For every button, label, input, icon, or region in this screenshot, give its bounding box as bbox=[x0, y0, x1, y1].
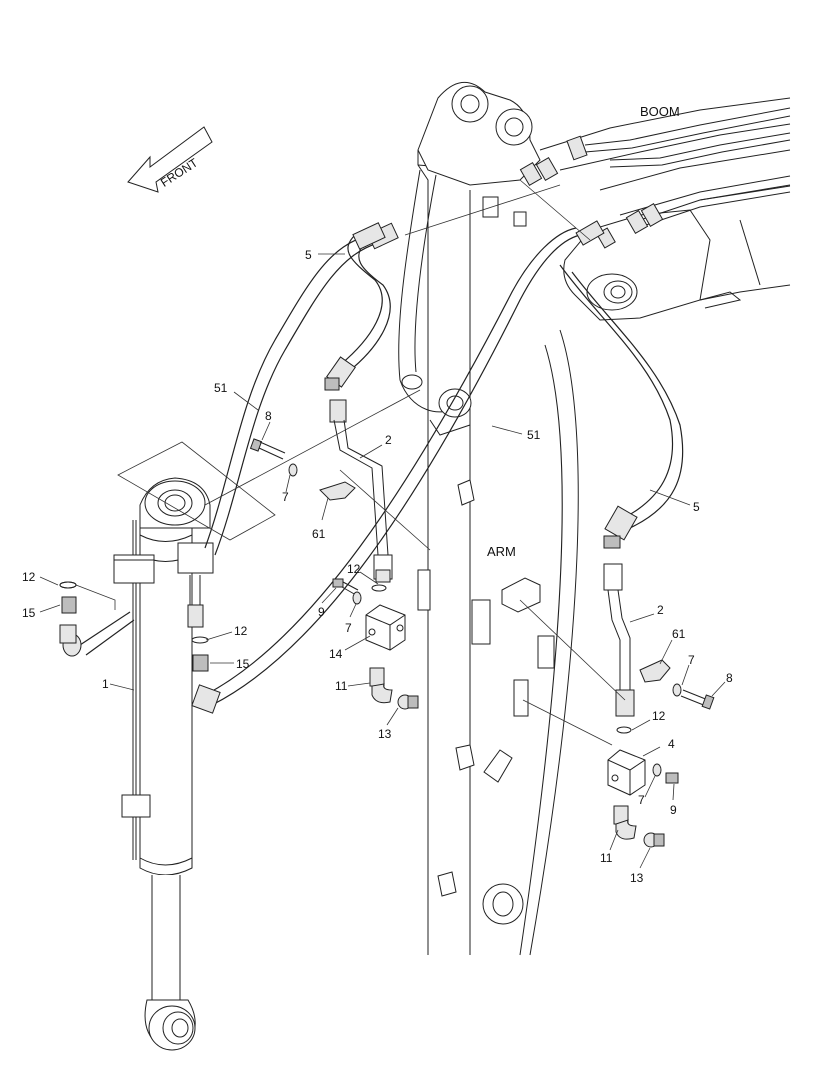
oring-12-b bbox=[191, 636, 209, 644]
arm-structure bbox=[398, 82, 579, 956]
callout-11-left: 11 bbox=[335, 679, 348, 693]
callout-12-a: 12 bbox=[22, 570, 36, 584]
boom-structure bbox=[519, 97, 791, 321]
callouts: 5 51 8 7 2 51 61 5 12 15 12 9 7 14 12 15… bbox=[22, 248, 733, 885]
callout-12-d: 12 bbox=[652, 709, 666, 723]
pipe-2-left bbox=[329, 399, 393, 583]
reference-lines bbox=[117, 179, 626, 746]
bolt-8-right bbox=[680, 689, 715, 710]
callout-9-right: 9 bbox=[670, 803, 677, 817]
bolt-9-left bbox=[332, 578, 359, 596]
callout-15-a: 15 bbox=[22, 606, 36, 620]
hose-51-left bbox=[191, 220, 605, 714]
front-arrow bbox=[127, 126, 213, 193]
callout-1: 1 bbox=[102, 677, 109, 691]
callout-7-b: 7 bbox=[345, 621, 352, 635]
oring-12-c bbox=[371, 584, 387, 592]
callout-8-right: 8 bbox=[726, 671, 733, 685]
callout-5-top: 5 bbox=[305, 248, 312, 262]
washer-7-b bbox=[352, 591, 362, 605]
washer-7-c bbox=[672, 683, 682, 697]
leader-lines bbox=[39, 253, 726, 869]
callout-51-left: 51 bbox=[214, 381, 228, 395]
callout-15-b: 15 bbox=[236, 657, 250, 671]
block-4 bbox=[607, 749, 646, 796]
cylinder-elbow-left bbox=[59, 581, 135, 657]
callout-13-left: 13 bbox=[378, 727, 392, 741]
callout-7-c: 7 bbox=[688, 653, 695, 667]
arm-cylinder bbox=[113, 477, 214, 1051]
adapter-15-b bbox=[192, 654, 209, 672]
clamp-61-left bbox=[319, 481, 356, 501]
callout-11-right: 11 bbox=[600, 851, 613, 865]
callout-12-b: 12 bbox=[234, 624, 248, 638]
elbow-11-left bbox=[369, 667, 393, 704]
block-14 bbox=[365, 604, 406, 651]
plug-13-left bbox=[397, 694, 419, 710]
hose-5-top bbox=[324, 222, 391, 391]
callout-61-right: 61 bbox=[672, 627, 686, 641]
oring-12-a bbox=[59, 581, 77, 589]
adapter-15-a bbox=[61, 596, 77, 614]
pipe-2-right bbox=[603, 563, 635, 717]
bolt-8-left bbox=[249, 438, 286, 460]
callout-13-right: 13 bbox=[630, 871, 644, 885]
callout-4: 4 bbox=[668, 737, 675, 751]
callout-5-right: 5 bbox=[693, 500, 700, 514]
callout-8-left: 8 bbox=[265, 409, 272, 423]
clamp-61-right bbox=[639, 659, 671, 683]
plug-13-right bbox=[643, 832, 665, 848]
oring-12-d bbox=[616, 726, 632, 734]
front-label: FRONT bbox=[158, 155, 201, 190]
callout-9-left: 9 bbox=[318, 605, 325, 619]
callout-61-left: 61 bbox=[312, 527, 326, 541]
callout-2-right: 2 bbox=[657, 603, 664, 617]
callout-7-d: 7 bbox=[638, 793, 645, 807]
hose-5-right bbox=[559, 264, 684, 549]
arm-label: ARM bbox=[487, 544, 516, 559]
callout-51-right: 51 bbox=[527, 428, 541, 442]
washer-7-d bbox=[652, 763, 662, 777]
callout-14: 14 bbox=[329, 647, 343, 661]
washer-7-a bbox=[288, 463, 298, 477]
boom-label: BOOM bbox=[640, 104, 680, 119]
bolt-9-right bbox=[665, 772, 679, 784]
elbow-11-right bbox=[613, 805, 637, 840]
callout-12-c: 12 bbox=[347, 562, 361, 576]
callout-7-a: 7 bbox=[282, 490, 289, 504]
callout-2-left: 2 bbox=[385, 433, 392, 447]
